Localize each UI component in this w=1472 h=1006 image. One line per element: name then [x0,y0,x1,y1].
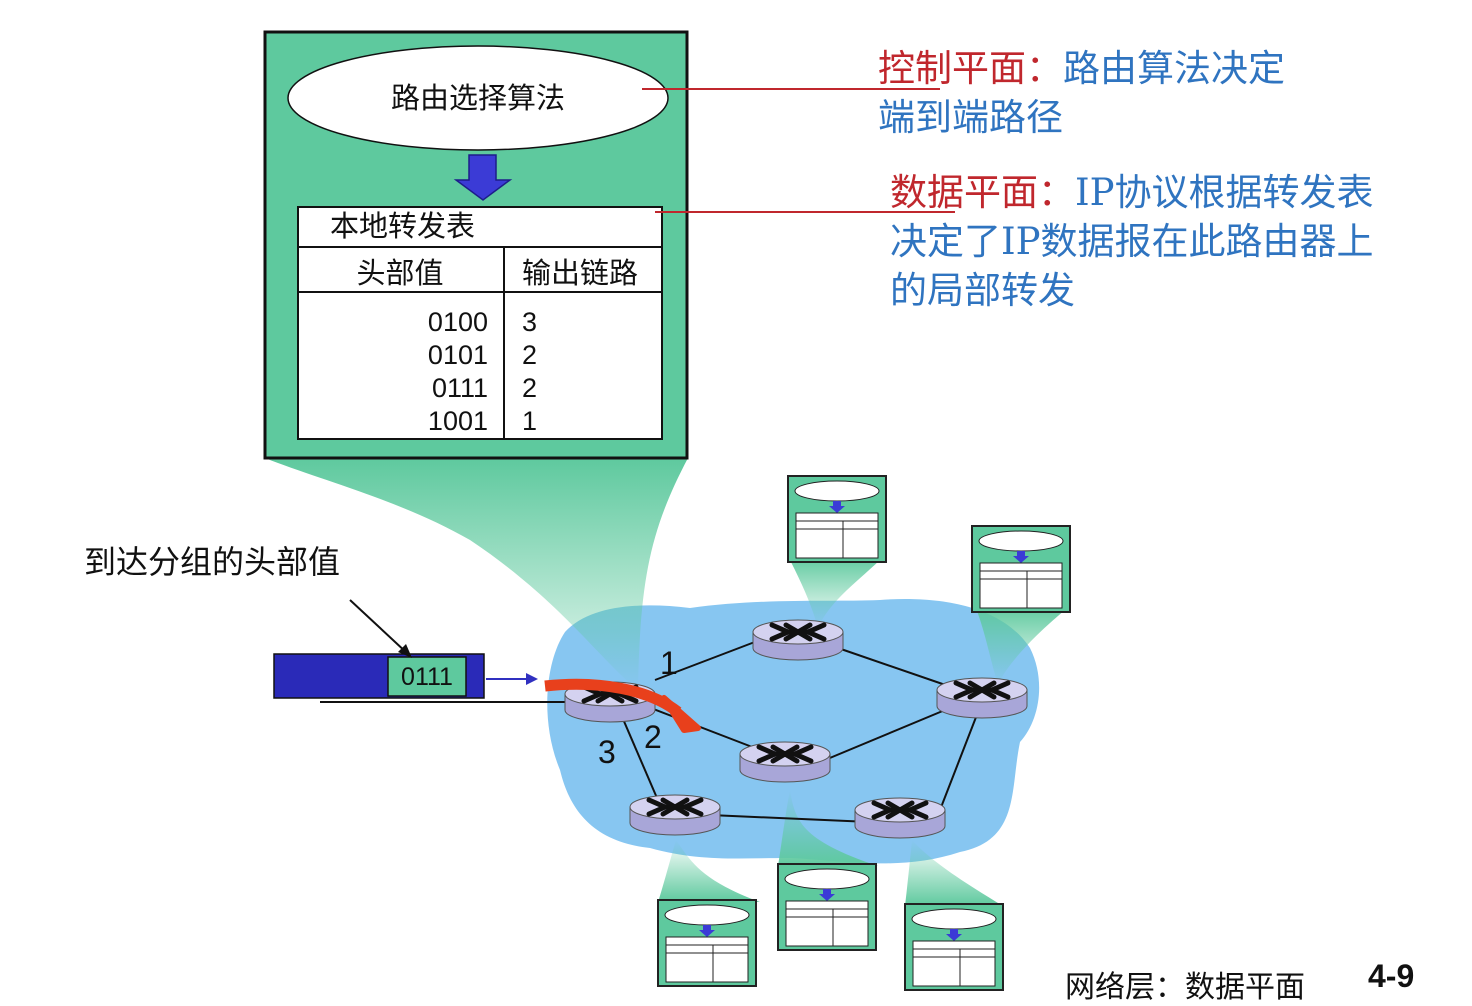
mini-table-right [971,525,1071,613]
beam-right [975,606,1070,684]
down-arrow-icon [453,154,513,201]
link-label-1: 1 [660,645,678,681]
col-header-value: 头部值 [356,256,443,290]
col-header-link: 输出链路 [522,256,638,290]
data-plane-term: 数据平面： [890,171,1075,214]
routing-algorithm-ellipse [287,45,669,151]
router-bottom-left [630,795,720,835]
router-center [740,742,830,782]
data-plane-note: 数据平面：IP协议根据转发表 决定了IP数据报在此路由器上 的局部转发 [890,168,1374,315]
beam-bottom-left [658,840,760,902]
router-top [753,620,843,660]
table-row-header-value: 0100 [428,307,488,337]
control-plane-note: 控制平面：路由算法决定 端到端路径 [878,44,1285,142]
footer-page-number: 4-9 [1368,958,1415,994]
table-row-output-link: 2 [522,373,537,403]
mini-table-bottom-right [904,903,1004,991]
link-bottom [709,814,871,823]
link-top-right [837,647,961,691]
table-row-output-link: 3 [522,307,537,337]
link-1 [654,639,761,681]
mini-table-bottom-left [657,899,757,987]
link-mid-right [824,709,946,761]
footer-section: 网络层：数据平面 [1065,970,1305,1005]
packet-header-value: 0111 [401,663,453,691]
beam-top [788,556,884,628]
forwarding-table-title: 本地转发表 [330,209,475,243]
table-row-header-value: 0111 [432,373,488,403]
control-plane-term: 控制平面： [878,47,1063,90]
router-detail-beam [265,458,688,690]
beam-bottom-mid [778,790,878,866]
mini-table-bottom-mid [777,863,877,951]
link-label-2: 2 [644,719,662,755]
link-3 [619,711,661,806]
router-right [937,678,1027,718]
table-row-output-link: 2 [522,340,537,370]
packet-caption: 到达分组的头部值 [84,543,341,581]
table-row-header-value: 0101 [428,340,488,370]
mini-table-top [787,475,887,563]
packet-header-field [387,656,467,697]
beam-bottom-right [905,840,1003,906]
forwarding-table-rows: 0100 3 0101 2 0111 2 1001 1 [428,307,537,436]
table-row-output-link: 1 [522,406,537,436]
forwarding-table [297,206,663,440]
routing-algorithm-label: 路由选择算法 [391,81,565,115]
link-label-3: 3 [598,734,616,770]
control-plane-text-2: 端到端路径 [878,96,1063,139]
control-plane-text-1: 路由算法决定 [1063,47,1285,90]
caption-pointer [349,599,409,655]
link-right-down [939,711,979,811]
table-row-header-value: 1001 [428,406,488,436]
data-plane-text-1: IP协议根据转发表 [1075,171,1374,214]
data-plane-text-3: 的局部转发 [890,269,1075,312]
data-plane-text-2: 决定了IP数据报在此路由器上 [890,220,1374,263]
router-bottom-right [855,798,945,838]
